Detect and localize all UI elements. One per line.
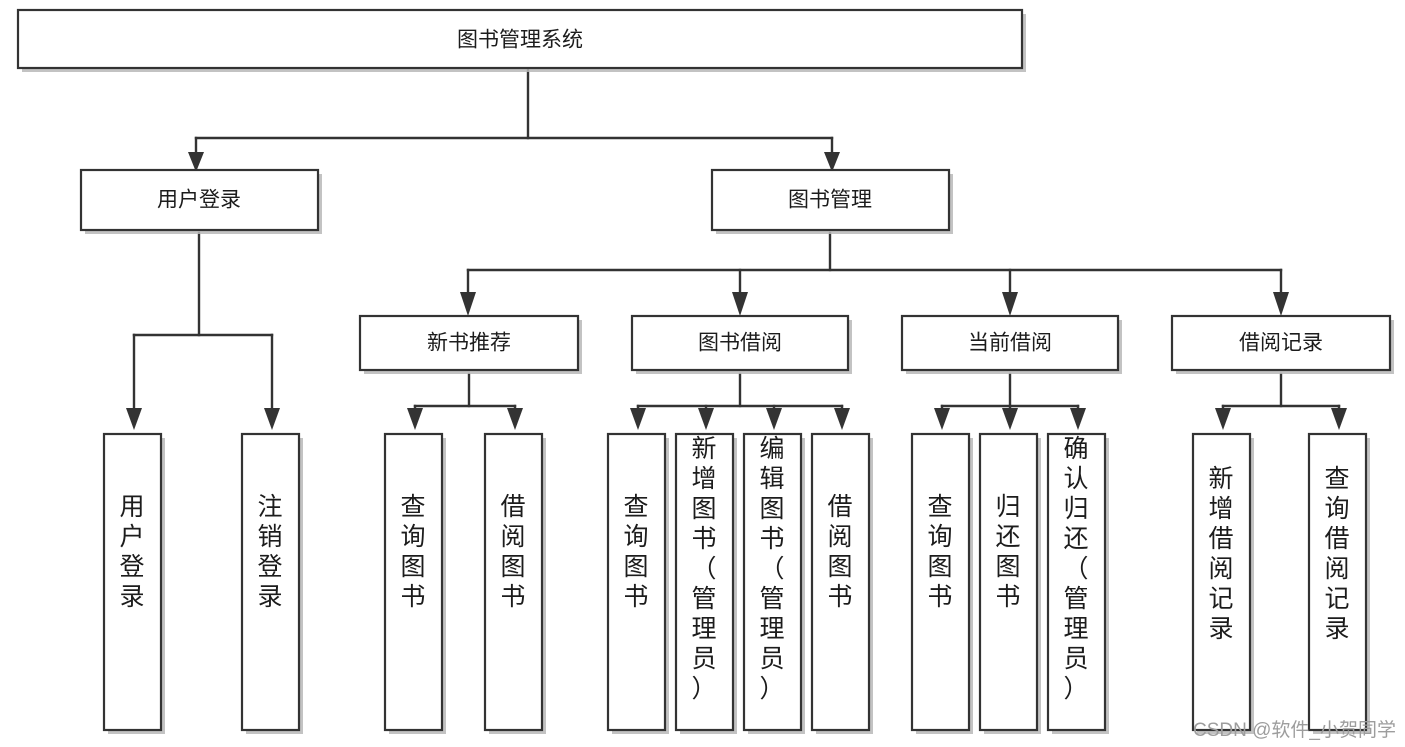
leaf-logout-label: 注销登录 bbox=[257, 493, 282, 611]
arrow-to-user-login bbox=[188, 152, 204, 172]
arrow-to-leaf-borrow-book-2 bbox=[834, 408, 850, 430]
node-leaf-return-book[interactable]: 归还图书 bbox=[978, 432, 1041, 734]
new-book-rec-label: 新书推荐 bbox=[427, 332, 511, 355]
leaf-query-book-2-box[interactable] bbox=[606, 432, 667, 732]
node-leaf-query-book-3[interactable]: 查询图书 bbox=[910, 432, 973, 734]
leaf-return-book-box[interactable] bbox=[978, 432, 1039, 732]
leaf-borrow-book-2-label: 借阅图书 bbox=[827, 493, 852, 611]
arrow-to-leaf-confirm-return bbox=[1070, 408, 1086, 430]
edge-book-borrow-to-leaves bbox=[630, 372, 850, 430]
node-user-login[interactable]: 用户登录 bbox=[79, 168, 322, 234]
arrow-to-leaf-borrow-book-1 bbox=[507, 408, 523, 430]
arrow-to-leaf-query-book-1 bbox=[407, 408, 423, 430]
node-current-borrow[interactable]: 当前借阅 bbox=[900, 314, 1122, 374]
leaf-query-record-box[interactable] bbox=[1307, 432, 1368, 732]
arrow-to-leaf-add-book bbox=[698, 408, 714, 430]
node-leaf-edit-book[interactable]: 编辑图书（管理员） bbox=[742, 432, 805, 734]
leaf-borrow-book-1-box[interactable] bbox=[483, 432, 544, 732]
leaf-borrow-book-2-box[interactable] bbox=[810, 432, 871, 732]
edge-user-login-to-leaves bbox=[126, 231, 280, 430]
leaf-query-book-1-label: 查询图书 bbox=[400, 493, 425, 611]
arrow-to-leaf-user-login bbox=[126, 408, 142, 430]
node-leaf-user-login[interactable]: 用户登录 bbox=[102, 432, 165, 734]
arrow-to-leaf-query-book-3 bbox=[934, 408, 950, 430]
node-leaf-add-book[interactable]: 新增图书（管理员） bbox=[674, 432, 737, 734]
arrow-to-leaf-add-record bbox=[1215, 408, 1231, 430]
arrow-to-current-borrow bbox=[1002, 292, 1018, 316]
leaf-add-book-box[interactable] bbox=[674, 432, 735, 732]
root-box[interactable] bbox=[16, 8, 1024, 70]
leaf-query-book-2-label: 查询图书 bbox=[623, 493, 648, 611]
edge-layer bbox=[126, 68, 1347, 430]
current-borrow-label: 当前借阅 bbox=[968, 332, 1052, 355]
current-borrow-box[interactable] bbox=[900, 314, 1120, 372]
leaf-query-book-3-box[interactable] bbox=[910, 432, 971, 732]
arrow-to-leaf-query-record bbox=[1331, 408, 1347, 430]
node-leaf-confirm-return[interactable]: 确认归还（管理员） bbox=[1046, 432, 1109, 734]
root-label: 图书管理系统 bbox=[457, 29, 583, 52]
node-leaf-add-record[interactable]: 新增借阅记录 bbox=[1191, 432, 1254, 734]
arrow-to-leaf-query-book-2 bbox=[630, 408, 646, 430]
leaf-query-book-1-box[interactable] bbox=[383, 432, 444, 732]
arrow-to-leaf-edit-book bbox=[766, 408, 782, 430]
node-leaf-borrow-book-1[interactable]: 借阅图书 bbox=[483, 432, 546, 734]
book-borrow-label: 图书借阅 bbox=[698, 332, 782, 355]
arrow-to-new-book-rec bbox=[460, 292, 476, 316]
new-book-rec-box[interactable] bbox=[358, 314, 580, 372]
leaf-add-book-label: 新增图书（管理员） bbox=[691, 435, 716, 703]
leaf-query-record-label: 查询借阅记录 bbox=[1324, 465, 1349, 643]
book-manage-box[interactable] bbox=[710, 168, 951, 232]
edge-new-book-rec-to-leaves bbox=[407, 372, 523, 430]
leaf-edit-book-box[interactable] bbox=[742, 432, 803, 732]
leaf-user-login-box[interactable] bbox=[102, 432, 163, 732]
node-root[interactable]: 图书管理系统 bbox=[16, 8, 1026, 72]
edge-borrow-record-to-leaves bbox=[1215, 372, 1347, 430]
borrow-record-label: 借阅记录 bbox=[1239, 332, 1323, 355]
leaf-edit-book-label: 编辑图书（管理员） bbox=[759, 435, 784, 703]
arrow-to-leaf-return-book bbox=[1002, 408, 1018, 430]
csdn-watermark: CSDN @软件_小贺同学 bbox=[1193, 719, 1396, 741]
leaf-add-record-label: 新增借阅记录 bbox=[1208, 465, 1233, 643]
node-book-borrow[interactable]: 图书借阅 bbox=[630, 314, 852, 374]
leaf-confirm-return-label: 确认归还（管理员） bbox=[1063, 435, 1088, 703]
edge-root-to-level2 bbox=[188, 68, 840, 172]
arrow-to-leaf-logout bbox=[264, 408, 280, 430]
arrow-to-book-borrow bbox=[732, 292, 748, 316]
node-book-manage[interactable]: 图书管理 bbox=[710, 168, 953, 234]
leaf-confirm-return-box[interactable] bbox=[1046, 432, 1107, 732]
node-leaf-query-book-2[interactable]: 查询图书 bbox=[606, 432, 669, 734]
leaf-add-record-box[interactable] bbox=[1191, 432, 1252, 732]
leaf-borrow-book-1-label: 借阅图书 bbox=[500, 493, 525, 611]
user-login-label: 用户登录 bbox=[157, 189, 241, 212]
node-leaf-logout[interactable]: 注销登录 bbox=[240, 432, 303, 734]
leaf-user-login-label: 用户登录 bbox=[119, 493, 144, 611]
edge-current-borrow-to-leaves bbox=[934, 372, 1086, 430]
leaf-return-book-label: 归还图书 bbox=[995, 493, 1020, 611]
arrow-to-book-manage bbox=[824, 152, 840, 172]
node-leaf-query-book-1[interactable]: 查询图书 bbox=[383, 432, 446, 734]
leaf-query-book-3-label: 查询图书 bbox=[927, 493, 952, 611]
node-new-book-rec[interactable]: 新书推荐 bbox=[358, 314, 582, 374]
node-leaf-query-record[interactable]: 查询借阅记录 bbox=[1307, 432, 1370, 734]
edge-book-manage-to-level3 bbox=[460, 231, 1289, 316]
node-borrow-record[interactable]: 借阅记录 bbox=[1170, 314, 1394, 374]
book-borrow-box[interactable] bbox=[630, 314, 850, 372]
user-login-box[interactable] bbox=[79, 168, 320, 232]
node-leaf-borrow-book-2[interactable]: 借阅图书 bbox=[810, 432, 873, 734]
borrow-record-box[interactable] bbox=[1170, 314, 1392, 372]
book-manage-label: 图书管理 bbox=[788, 189, 872, 212]
arrow-to-borrow-record bbox=[1273, 292, 1289, 316]
leaf-logout-box[interactable] bbox=[240, 432, 301, 732]
